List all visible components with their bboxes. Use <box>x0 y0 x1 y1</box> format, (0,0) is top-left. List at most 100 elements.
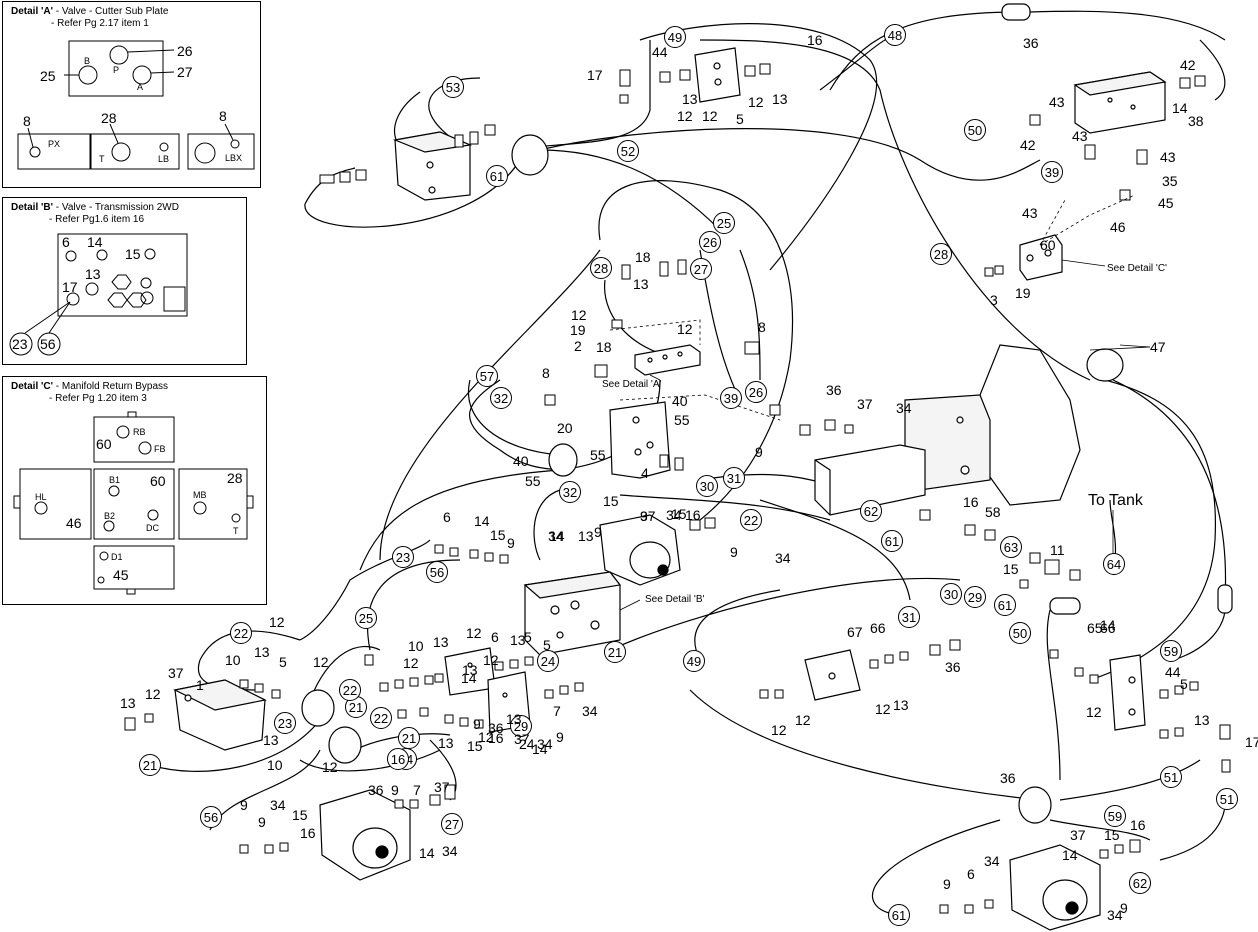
callout-28c: 28 <box>227 470 243 486</box>
part-callout-16: 16 <box>685 507 701 523</box>
circled-callout-26: 26 <box>699 231 721 253</box>
circled-callout-32: 32 <box>559 481 581 503</box>
part-callout-18: 18 <box>596 339 612 355</box>
circled-callout-text: 27 <box>694 262 708 277</box>
part-callout-12: 12 <box>483 652 499 668</box>
circled-callout-text: 49 <box>687 654 701 669</box>
part-callout-14: 14 <box>1100 617 1116 633</box>
circled-callout-text: 62 <box>864 504 878 519</box>
callout-8: 8 <box>23 113 31 129</box>
part-callout-12: 12 <box>1086 704 1102 720</box>
part-callout-17: 17 <box>1245 734 1258 750</box>
part-callout-42: 42 <box>1180 57 1196 73</box>
callout-8b: 8 <box>219 108 227 124</box>
part-callout-37: 37 <box>857 396 873 412</box>
circled-callout-49: 49 <box>683 650 705 672</box>
callout-28: 28 <box>101 110 117 126</box>
cutter-sub-plate <box>634 344 701 376</box>
clamp-top <box>511 134 549 176</box>
part-callout-34: 34 <box>537 736 553 752</box>
dashed-refs <box>609 194 1136 421</box>
circled-callout-text: 50 <box>968 123 982 138</box>
circled-callout-text: 32 <box>563 485 577 500</box>
part-callout-9: 9 <box>594 524 602 540</box>
detail-c-text: RB FB HL B1 B2 DC MB T D1 <box>35 427 239 562</box>
part-callout-3: 3 <box>990 292 998 308</box>
circled-callout-50: 50 <box>1009 622 1031 644</box>
part-callout-36: 36 <box>945 659 961 675</box>
pump-lower-right <box>1009 844 1101 931</box>
circled-callout-text: 25 <box>359 611 373 626</box>
part-callout-9: 9 <box>507 535 515 551</box>
detail-a-title: Detail 'A' - Valve - Cutter Sub Plate - … <box>11 6 168 30</box>
part-callout-14: 14 <box>549 528 565 544</box>
circled-callout-21: 21 <box>345 696 367 718</box>
part-callout-14: 14 <box>1062 847 1078 863</box>
part-callout-12: 12 <box>677 108 693 124</box>
valve-block-top <box>694 47 741 103</box>
part-callout-9: 9 <box>473 716 481 732</box>
clamp-right <box>1086 348 1124 382</box>
callout-60b: 60 <box>150 473 166 489</box>
circled-callout-text: 26 <box>749 385 763 400</box>
part-callout-7: 7 <box>413 782 421 798</box>
components <box>173 3 1233 931</box>
motor-top-left <box>392 131 473 201</box>
circled-callout-56: 56 <box>200 806 222 828</box>
circled-callout-text: 61 <box>885 534 899 549</box>
part-callout-9: 9 <box>943 876 951 892</box>
part-callout-13: 13 <box>1194 712 1210 728</box>
circled-callout-57: 57 <box>476 365 498 387</box>
detail-a-text: B P A PX T LB LBX <box>48 56 242 164</box>
part-callout-15: 15 <box>490 527 506 543</box>
detail-a-desc: - Valve - Cutter Sub Plate <box>53 6 169 17</box>
part-callout-13: 13 <box>433 634 449 650</box>
circled-callout-25: 25 <box>713 212 735 234</box>
part-callout-5: 5 <box>279 654 287 670</box>
part-callout-14: 14 <box>1172 100 1188 116</box>
part-callout-42: 42 <box>1020 137 1036 153</box>
circled-callout-61: 61 <box>994 594 1016 616</box>
part-callout-9: 9 <box>258 814 266 830</box>
circled-callout-text: 56 <box>430 565 444 580</box>
part-callout-12: 12 <box>313 654 329 670</box>
part-callout-66: 66 <box>870 620 886 636</box>
circled-callout-26: 26 <box>745 381 767 403</box>
circled-callout-text: 29 <box>514 719 528 734</box>
part-callout-43: 43 <box>1072 128 1088 144</box>
circled-callout-56: 56 <box>426 561 448 583</box>
part-callout-37: 37 <box>434 779 450 795</box>
bracket <box>609 401 671 479</box>
circled-callout-32: 32 <box>490 387 512 409</box>
part-callout-12: 12 <box>478 729 494 745</box>
part-callout-34: 34 <box>775 550 791 566</box>
circled-callout-31: 31 <box>723 467 745 489</box>
part-callout-37: 37 <box>640 508 656 524</box>
part-callout-14: 14 <box>461 670 477 686</box>
circled-callout-31: 31 <box>898 606 920 628</box>
part-callout-36: 36 <box>368 782 384 798</box>
callout-6: 6 <box>62 234 70 250</box>
part-callout-13: 13 <box>263 732 279 748</box>
detail-b-title: Detail 'B' - Valve - Transmission 2WD - … <box>11 202 179 226</box>
part-callout-34: 34 <box>984 853 1000 869</box>
circled-callout-text: 57 <box>480 369 494 384</box>
part-callout-6: 6 <box>443 509 451 525</box>
part-callout-43: 43 <box>1160 149 1176 165</box>
part-callout-12: 12 <box>145 686 161 702</box>
detail-c-ref: - Refer Pg 1.20 item 3 <box>49 393 147 404</box>
port-t-label: T <box>99 154 105 164</box>
circled-callout-text: 21 <box>349 700 363 715</box>
circled-callout-21: 21 <box>398 727 420 749</box>
callout-26: 26 <box>177 43 193 59</box>
part-callout-13: 13 <box>682 91 698 107</box>
circled-callout-text: 26 <box>703 235 717 250</box>
part-callout-10: 10 <box>267 757 283 773</box>
circled-callout-text: 59 <box>1164 644 1178 659</box>
part-callout-34: 34 <box>548 528 564 544</box>
circled-callout-51: 51 <box>1160 766 1182 788</box>
circled-callout-21: 21 <box>604 641 626 663</box>
part-callout-13: 13 <box>633 276 649 292</box>
circled-callout-text: 64 <box>1107 557 1121 572</box>
part-callout-9: 9 <box>730 544 738 560</box>
